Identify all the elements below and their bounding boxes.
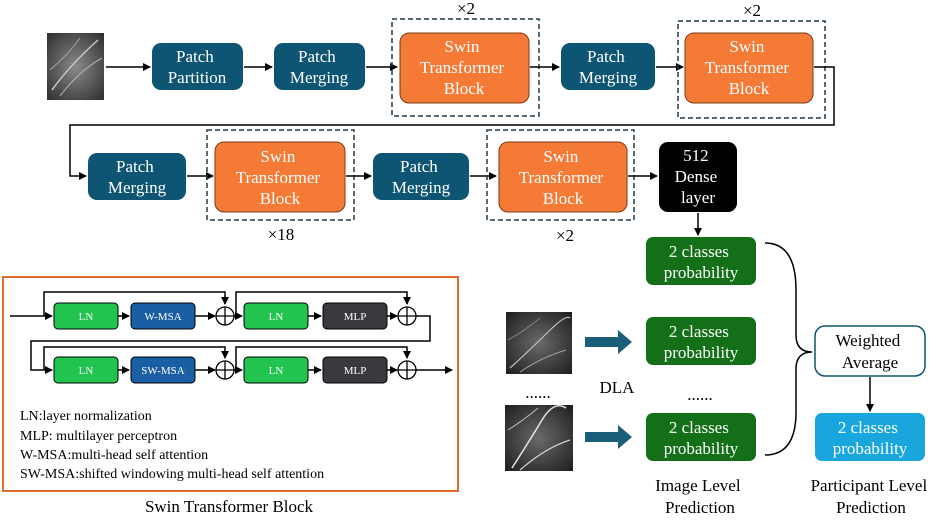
repeat-label-2: ×2 <box>743 1 761 20</box>
repeat-frame-2 <box>677 20 826 119</box>
arrow-image-2 <box>585 330 632 354</box>
ln-label-1: LN <box>79 311 94 323</box>
row-wrap-connector <box>69 66 835 180</box>
ln-label-3: LN <box>79 365 94 377</box>
swin-block-label-1: Swin Transformer Block <box>420 37 509 98</box>
residual-connection-3 <box>43 346 229 370</box>
residual-connection-1 <box>43 291 229 316</box>
ln-label-2: LN <box>269 311 284 323</box>
repeat-label-3: ×18 <box>268 225 295 244</box>
patch-merging-label-3: Patch Merging <box>108 157 167 197</box>
residual-connection-4 <box>235 346 411 370</box>
participant-prob-box <box>815 413 925 461</box>
participant-level-caption: Participant Level Prediction <box>811 476 932 517</box>
wmsa-label: W-MSA <box>144 311 181 323</box>
swmsa-label: SW-MSA <box>141 365 184 377</box>
dense-layer-box <box>659 142 737 212</box>
patch-merging-box-2 <box>561 43 655 90</box>
patch-merging-box-1 <box>274 43 365 90</box>
input-fundus-image <box>47 33 104 100</box>
swin-block-label-4: Swin Transformer Block <box>519 147 608 208</box>
fundus-image-3 <box>505 405 573 471</box>
image-prob-box-3 <box>646 413 756 461</box>
dense-layer-label: 512 Dense layer <box>675 146 722 207</box>
arrow-image-3 <box>585 425 632 449</box>
legend-ln: LN:layer normalization <box>20 409 152 424</box>
image-prob-label-1: 2 classes probability <box>664 242 739 282</box>
mlp-label-1: MLP <box>344 311 367 323</box>
patch-partition-box <box>152 43 243 90</box>
image-prob-box-1 <box>646 237 756 285</box>
swin-block-box-4 <box>498 141 628 213</box>
swin-block-box-2 <box>684 32 814 104</box>
image-prob-box-2 <box>646 317 756 365</box>
add-node-4 <box>397 360 417 380</box>
add-node-3 <box>215 360 235 380</box>
legend-swmsa: SW-MSA:shifted windowing multi-head self… <box>20 467 324 482</box>
patch-merging-box-4 <box>373 153 469 200</box>
patch-merging-label-1: Patch Merging <box>290 47 349 87</box>
repeat-label-1: ×2 <box>457 0 475 18</box>
mlp-label-2: MLP <box>344 365 367 377</box>
dla-label: DLA <box>600 378 636 397</box>
swin-detail-frame <box>2 276 459 492</box>
detail-wrap-connector <box>30 315 431 374</box>
legend-wmsa: W-MSA:multi-head self attention <box>20 448 208 463</box>
weighted-average-box <box>814 325 926 377</box>
repeat-frame-4 <box>486 129 635 221</box>
legend-mlp: MLP: multilayer perceptron <box>20 429 177 444</box>
image-prob-label-2: 2 classes probability <box>664 322 739 362</box>
repeat-frame-3 <box>206 129 355 221</box>
weighted-average-label: Weighted Average <box>836 331 905 372</box>
add-node-1 <box>215 306 235 326</box>
images-ellipsis: ...... <box>525 383 551 402</box>
image-level-caption: Image Level Prediction <box>655 476 745 517</box>
image-prob-label-3: 2 classes probability <box>664 418 739 458</box>
probs-ellipsis: ...... <box>687 385 713 404</box>
patch-merging-label-4: Patch Merging <box>392 157 451 197</box>
residual-connection-2 <box>235 291 411 316</box>
aggregation-bracket <box>764 242 813 456</box>
ln-label-4: LN <box>269 365 284 377</box>
patch-merging-box-3 <box>88 153 186 200</box>
patch-merging-label-2: Patch Merging <box>579 47 638 87</box>
participant-prob-label: 2 classes probability <box>833 418 908 458</box>
repeat-label-4: ×2 <box>556 226 574 245</box>
swin-block-box-1 <box>399 32 530 104</box>
swin-block-label-3: Swin Transformer Block <box>236 147 325 208</box>
fundus-image-2 <box>506 312 572 374</box>
add-node-2 <box>397 306 417 326</box>
swin-detail-title: Swin Transformer Block <box>145 497 314 516</box>
patch-partition-label: Patch Partition <box>168 47 227 87</box>
swin-block-box-3 <box>214 141 346 213</box>
swin-block-label-2: Swin Transformer Block <box>705 37 794 98</box>
